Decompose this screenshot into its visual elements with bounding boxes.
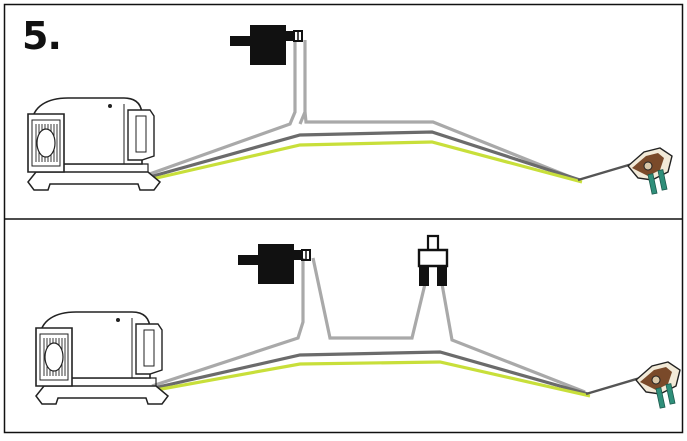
top-mains-wire-dark [145,130,581,182]
bottom-switch-link-wire [311,257,427,340]
top-mains-wire-grey [303,111,579,182]
bottom-earth-wire [155,360,591,398]
blower-fan-icon [27,97,161,191]
bottom-mains-wire-grey [440,283,586,394]
top-panel [27,24,673,195]
blower-fan-icon [35,311,169,405]
bottom-panel [35,234,681,409]
top-plug-lead [577,162,633,182]
top-earth-wire [147,140,583,184]
bottom-mains-wire-dark [153,350,589,396]
bottom-transformer-wire-a [151,258,305,388]
bottom-plug-lead [585,376,641,396]
step-number: 5. [22,14,62,58]
top-transformer-wire-a [143,40,297,178]
